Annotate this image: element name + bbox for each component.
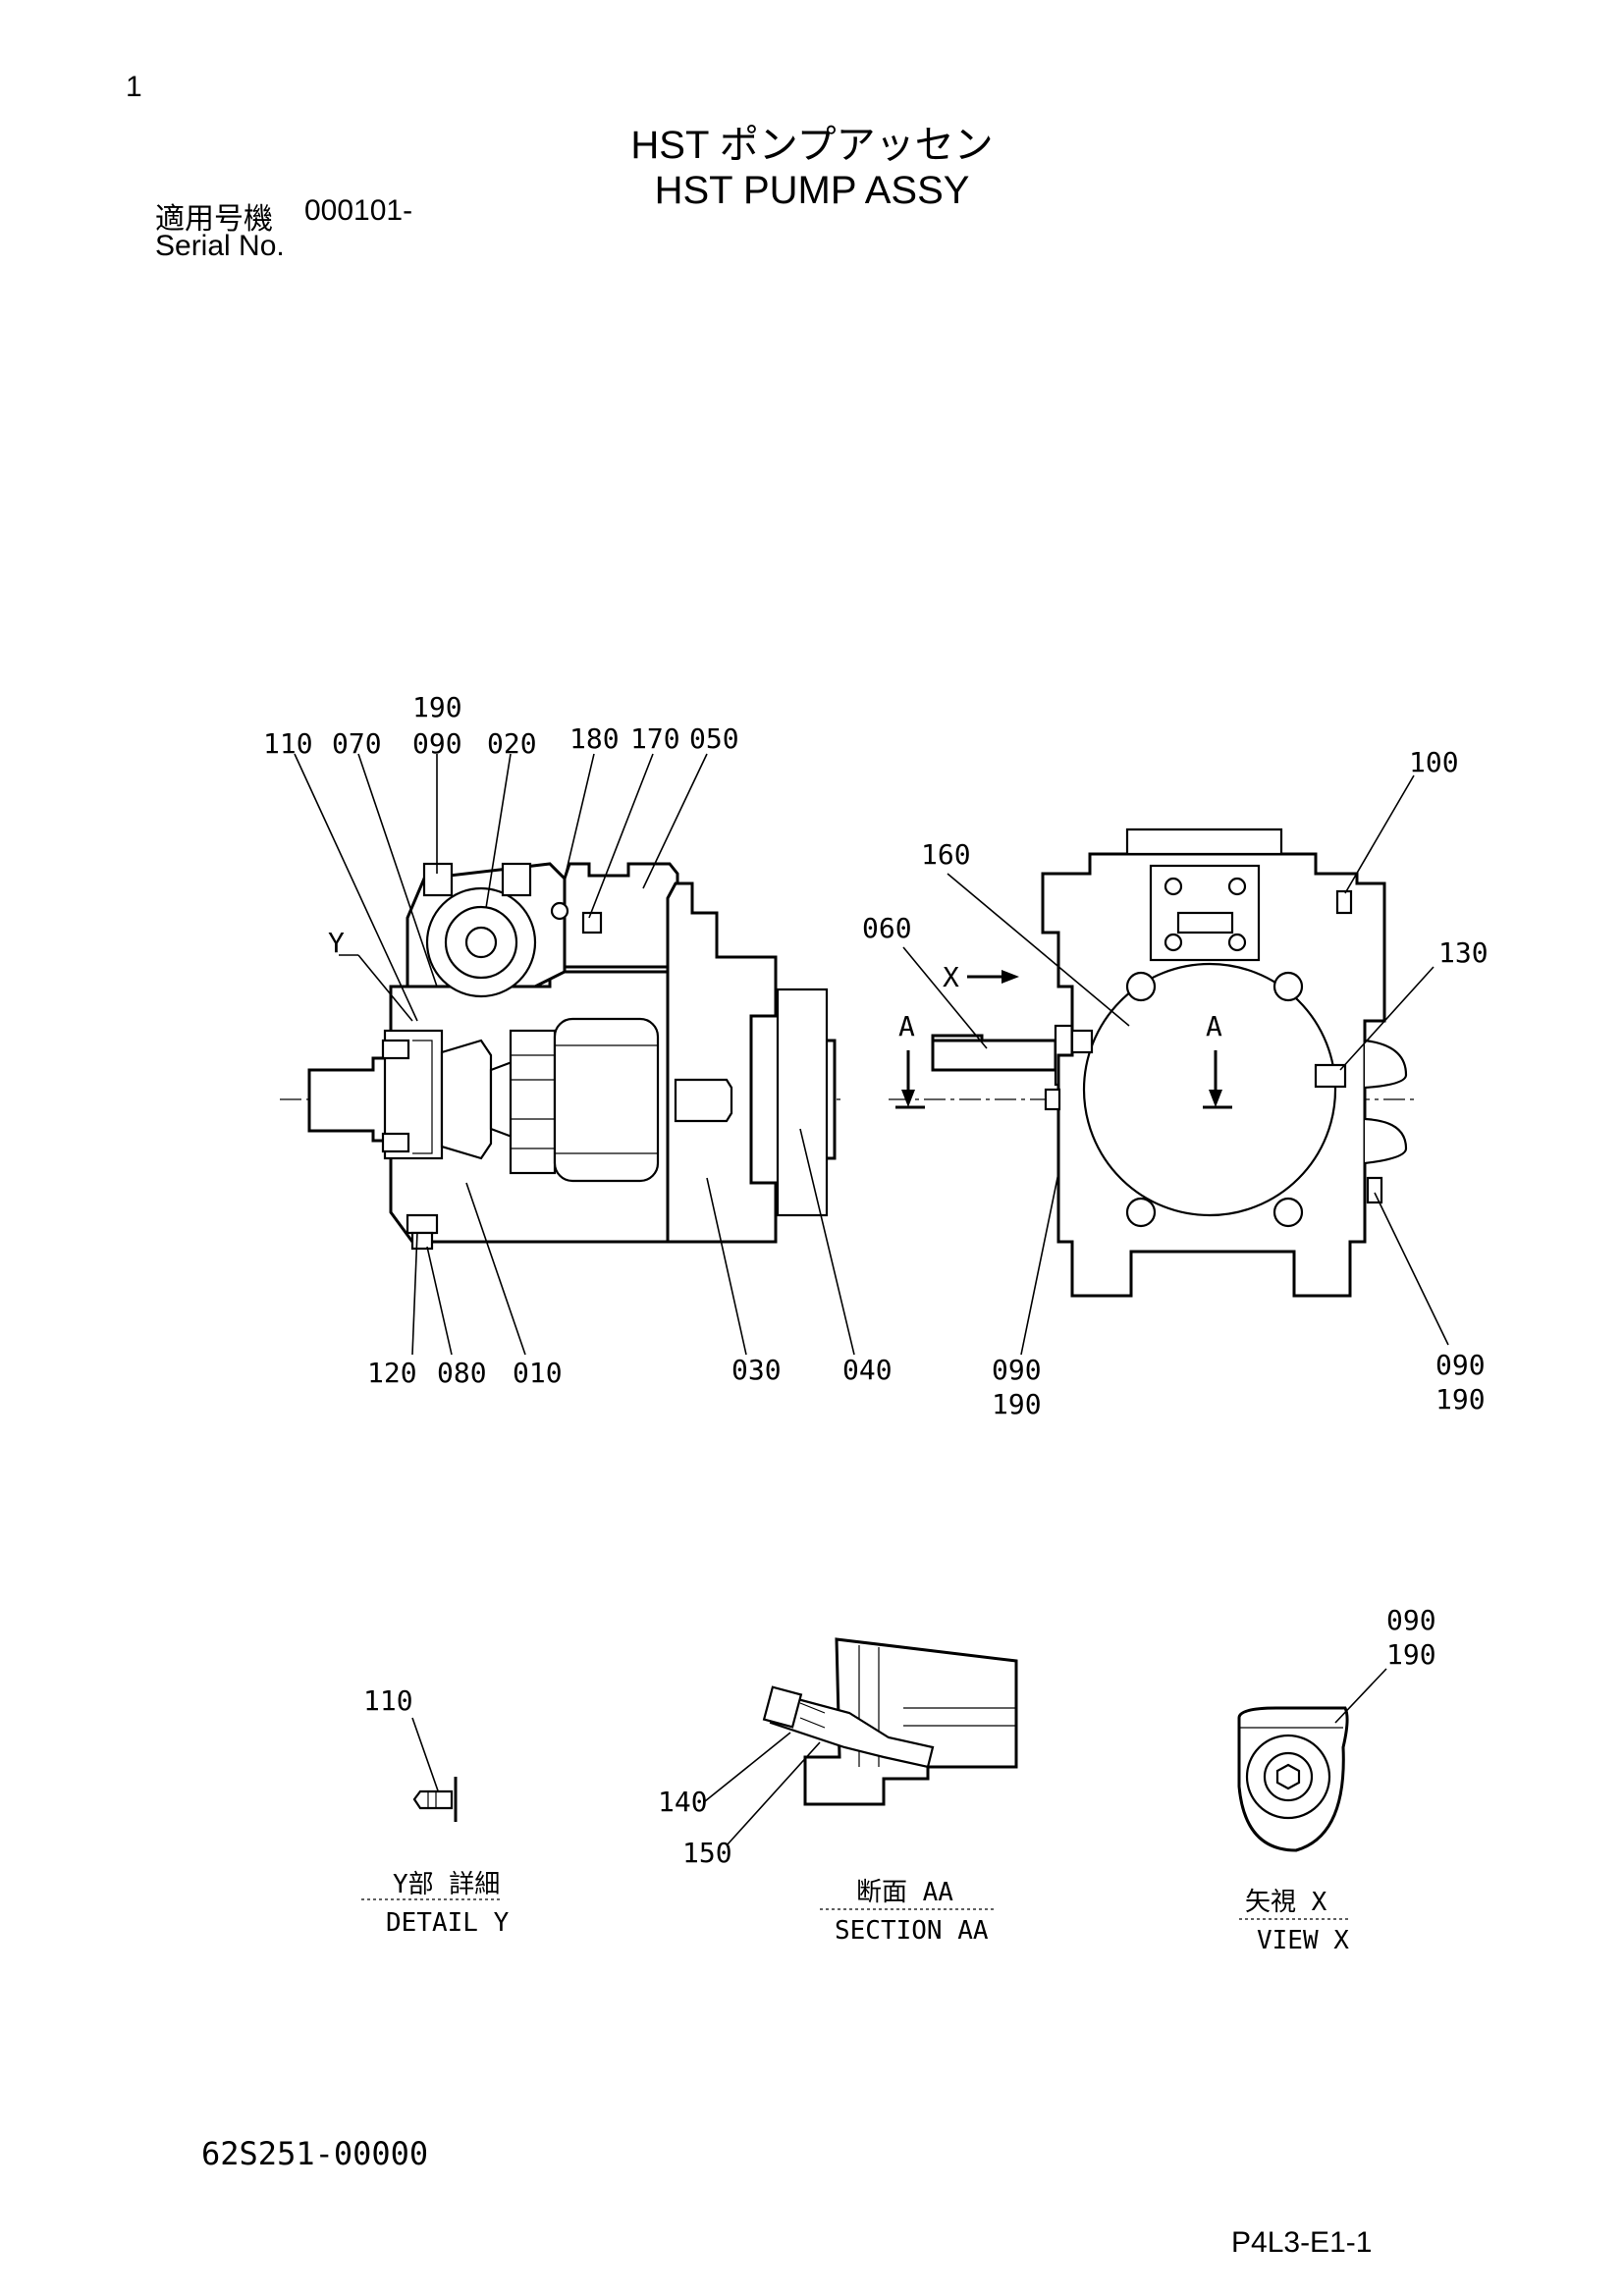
- detail-y-caption-jp: Y部 詳細: [393, 1870, 500, 1899]
- callout-190: 190: [412, 691, 462, 723]
- callout-160: 160: [921, 838, 971, 871]
- callout-060: 060: [862, 912, 912, 944]
- callout-a-left: A: [898, 1010, 915, 1042]
- serial-label-japanese: 適用号機: [155, 203, 273, 236]
- callout-070: 070: [332, 727, 382, 760]
- callout-120: 120: [367, 1357, 417, 1389]
- section-aa-caption-jp: 断面 AA: [856, 1878, 953, 1907]
- page-number: 1: [126, 71, 142, 103]
- section-callout-140: 140: [658, 1786, 708, 1818]
- view-x-caption-jp: 矢視 X: [1245, 1888, 1327, 1917]
- section-aa-caption-en: SECTION AA: [835, 1916, 989, 1946]
- callout-180: 180: [569, 722, 620, 755]
- title-japanese: HST ポンプアッセン: [630, 124, 994, 167]
- detail-y-caption-en: DETAIL Y: [386, 1908, 510, 1938]
- callout-170: 170: [630, 722, 680, 755]
- callout-080: 080: [437, 1357, 487, 1389]
- callout-090: 090: [412, 727, 462, 760]
- callout-190-left: 190: [992, 1388, 1042, 1420]
- callout-030: 030: [731, 1354, 782, 1386]
- section-aa-leaders: [704, 1732, 821, 1846]
- main-view-leaders: [294, 753, 855, 1356]
- callout-x-arrow: X: [943, 961, 959, 993]
- drawing-number: 62S251-00000: [201, 2135, 429, 2172]
- callout-a-right: A: [1206, 1010, 1222, 1042]
- title-english: HST PUMP ASSY: [654, 169, 970, 212]
- callout-110: 110: [263, 727, 313, 760]
- view-x-callout-090: 090: [1386, 1604, 1436, 1636]
- callout-010: 010: [513, 1357, 563, 1389]
- section-aa-view: [762, 1637, 1018, 1910]
- serial-value: 000101-: [304, 194, 413, 227]
- section-callout-150: 150: [682, 1837, 732, 1869]
- view-x-callout-190: 190: [1386, 1638, 1436, 1671]
- view-x-view: [1237, 1668, 1387, 1920]
- view-x-caption-en: VIEW X: [1257, 1926, 1349, 1955]
- serial-label-english: Serial No.: [155, 230, 285, 262]
- detail-y-callout-110: 110: [363, 1684, 413, 1717]
- end-view: [889, 828, 1414, 1298]
- main-side-view: [280, 862, 844, 1251]
- page-code: P4L3-E1-1: [1231, 2226, 1373, 2259]
- callout-040: 040: [842, 1354, 893, 1386]
- callout-090-left: 090: [992, 1354, 1042, 1386]
- callout-y: Y: [328, 927, 345, 959]
- callout-020: 020: [487, 727, 537, 760]
- detail-y-view: [361, 1717, 503, 1900]
- end-view-leaders: [902, 774, 1449, 1356]
- callout-090-right: 090: [1435, 1349, 1486, 1381]
- callout-130: 130: [1438, 936, 1489, 969]
- callout-050: 050: [689, 722, 739, 755]
- callout-190-right: 190: [1435, 1383, 1486, 1415]
- callout-100: 100: [1409, 746, 1459, 778]
